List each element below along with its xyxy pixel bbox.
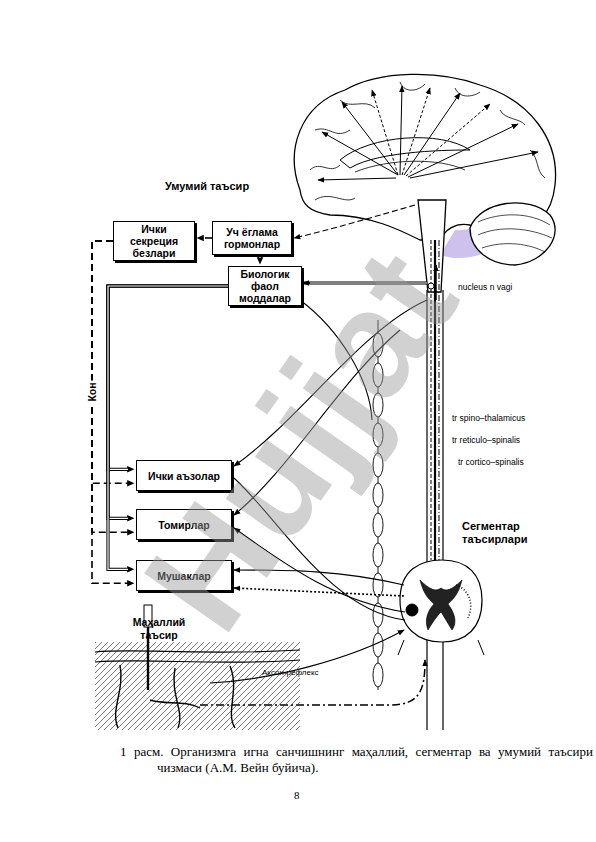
tract-label: tr spino–thalamicus — [452, 413, 525, 423]
brain-drawing — [310, 82, 545, 200]
cortical-projection-arrows — [410, 152, 538, 178]
spinal-cross-section — [398, 640, 484, 655]
spinal-cross-section — [398, 560, 484, 655]
box-text: Уч ёглама гормонлар — [216, 226, 288, 250]
nerve-pathways — [303, 282, 310, 283]
connector-line — [203, 237, 212, 239]
cortical-projection-arrows — [408, 124, 518, 177]
sympathetic-chain — [373, 543, 383, 567]
tract-label: tr reticulo–spinalis — [452, 435, 520, 445]
section-heading: Маҳаллий таъсир — [128, 616, 190, 642]
sympathetic-chain — [373, 663, 383, 687]
cortical-projection-arrows — [402, 88, 430, 175]
cortical-projection-arrows — [318, 86, 538, 180]
cortical-projection-arrows — [318, 178, 396, 180]
page-number: 8 — [294, 789, 300, 802]
sympathetic-chain — [373, 513, 383, 537]
cortical-projection-arrows — [342, 102, 398, 175]
sympathetic-chain — [373, 573, 383, 597]
connector — [260, 255, 261, 258]
connector — [203, 238, 212, 239]
box-text: Ички секреция безлари — [117, 223, 191, 259]
skin-section — [95, 642, 300, 730]
skin-section — [116, 665, 235, 728]
section-heading: Сегментар таъсирлари — [462, 520, 544, 546]
connector — [92, 241, 128, 583]
watermark: Hujjat — [119, 226, 481, 653]
anatomy-label: nucleus n vagi — [458, 282, 512, 292]
box-text: Биологик фаол моддалар — [232, 268, 298, 304]
process-box: Ички секреция безлари — [113, 221, 195, 261]
section-heading: Умумий таъсир — [165, 180, 249, 193]
process-box: Биологик фаол моддалар — [228, 266, 302, 306]
connector-line — [92, 241, 128, 483]
cortical-projection-arrows — [404, 93, 460, 175]
connector-line — [258, 255, 261, 258]
connector-label: Кон — [85, 380, 99, 403]
connector-line — [259, 255, 260, 258]
brain-drawing — [478, 215, 552, 252]
skin-section — [95, 650, 300, 662]
process-box: Уч ёглама гормонлар — [212, 221, 292, 255]
cortical-projection-arrows — [400, 86, 402, 175]
skin-section — [95, 605, 300, 730]
spinal-cross-section — [406, 604, 418, 616]
cortical-projection-arrows — [322, 132, 398, 175]
anatomy-label: Аксон-рефлекс — [262, 668, 319, 678]
spinal-cross-section — [420, 580, 462, 630]
cortical-projection-arrows — [406, 104, 490, 176]
brain-drawing — [470, 203, 555, 265]
spinal-cross-section — [400, 560, 482, 642]
connector-line — [92, 241, 128, 583]
figure-caption: 1 расм. Организмга игна санчишнинг маҳал… — [120, 744, 593, 776]
tract-label: tr cortico–spinalis — [458, 457, 524, 467]
spinal-cross-section — [456, 585, 471, 618]
sympathetic-chain — [373, 483, 383, 507]
connector — [92, 241, 128, 483]
cortical-projection-arrows — [372, 90, 398, 175]
